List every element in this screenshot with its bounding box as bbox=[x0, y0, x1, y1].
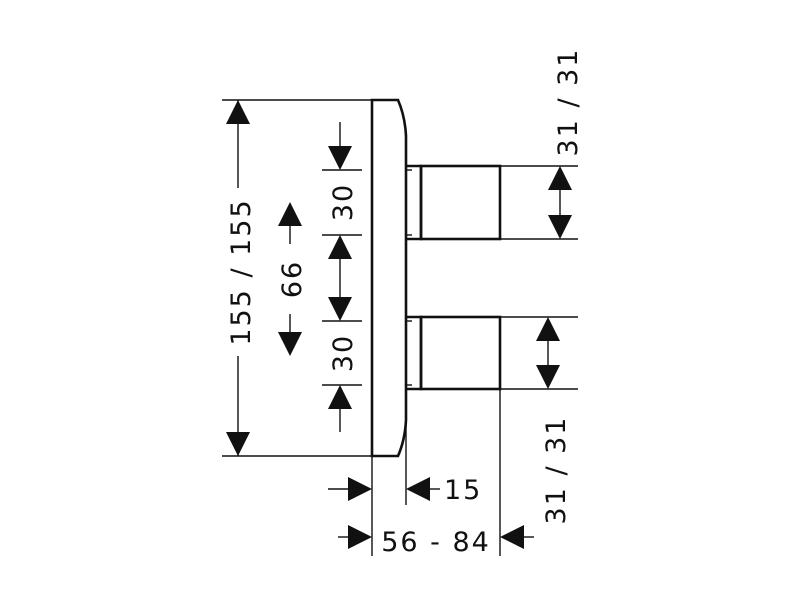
dimension-offsets: 30 30 bbox=[322, 122, 362, 432]
dimension-lower-handle: 31 / 31 bbox=[536, 317, 572, 524]
dimension-total-height: 155 / 155 bbox=[226, 100, 257, 456]
label-upper-offset: 30 bbox=[328, 183, 359, 221]
label-lower-offset: 30 bbox=[328, 334, 359, 372]
lower-handle bbox=[406, 315, 502, 391]
label-center-spacing: 66 bbox=[277, 260, 308, 298]
upper-handle bbox=[406, 164, 502, 241]
dimension-upper-handle: 31 / 31 bbox=[548, 48, 584, 239]
label-plate-depth: 15 bbox=[444, 475, 482, 506]
extension-lines bbox=[222, 99, 578, 556]
label-upper-handle-width: 31 / 31 bbox=[553, 48, 584, 157]
product-outline bbox=[370, 98, 502, 458]
dimension-projection: 56 - 84 bbox=[338, 525, 534, 558]
dimension-center-spacing: 66 bbox=[277, 202, 308, 356]
label-projection: 56 - 84 bbox=[381, 527, 491, 558]
wall-plate bbox=[370, 98, 408, 458]
label-lower-handle-width: 31 / 31 bbox=[541, 416, 572, 525]
label-total-height: 155 / 155 bbox=[226, 198, 257, 345]
dimension-plate-depth: 15 bbox=[328, 475, 482, 506]
